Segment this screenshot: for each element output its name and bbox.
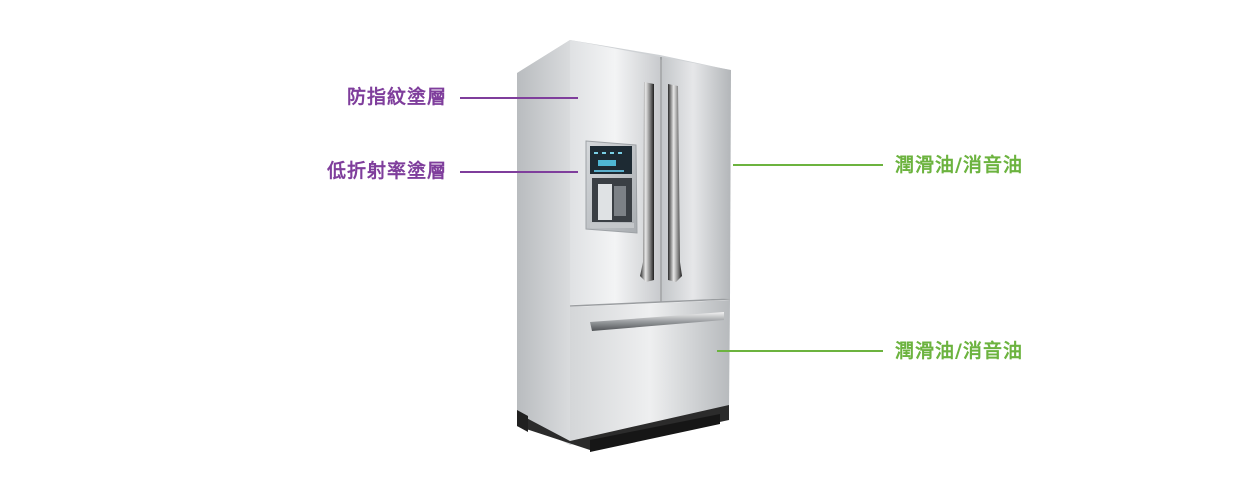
leader-line-anti-fingerprint bbox=[460, 97, 578, 99]
freezer-drawer bbox=[570, 300, 730, 445]
fridge-side-panel bbox=[517, 40, 570, 445]
leader-line-low-refraction bbox=[460, 171, 578, 173]
leader-line-lubricant-lower bbox=[717, 350, 883, 352]
water-dispenser bbox=[585, 140, 638, 234]
leader-line-lubricant-upper bbox=[733, 164, 883, 166]
door-handles bbox=[640, 82, 682, 282]
label-low-refraction-coating: 低折射率塗層 bbox=[326, 160, 447, 182]
drawer-handle bbox=[590, 312, 724, 331]
label-lubricant-upper: 潤滑油/消音油 bbox=[895, 154, 1023, 176]
label-lubricant-lower: 潤滑油/消音油 bbox=[895, 340, 1023, 362]
label-anti-fingerprint-coating: 防指紋塗層 bbox=[346, 86, 447, 108]
